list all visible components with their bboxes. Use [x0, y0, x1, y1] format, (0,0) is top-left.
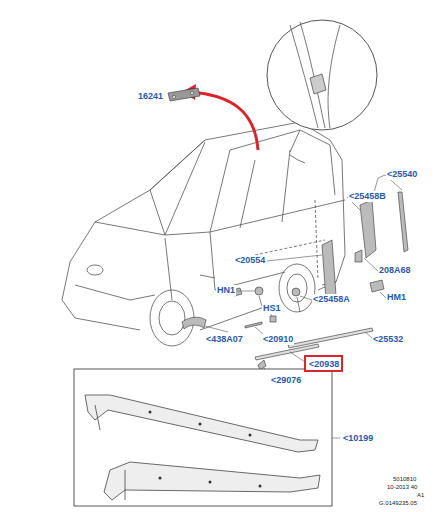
- callout-number: HS1: [262, 303, 282, 314]
- highlighted-callout: <20938: [304, 355, 343, 372]
- callout-number: 208A68: [378, 265, 412, 276]
- callout-number: HM1: [386, 292, 407, 303]
- callout-number: HN1: [216, 285, 236, 296]
- callout-number: <25540: [386, 169, 418, 180]
- callout-number: <20910: [262, 334, 294, 345]
- callout-number: <20554: [234, 255, 266, 266]
- callout-number: <20938: [309, 359, 341, 370]
- callout-number: <29076: [270, 375, 302, 386]
- drawing-reference: G.0149235.05: [378, 500, 418, 507]
- callout-number: <438A07: [205, 334, 244, 345]
- callout-number: 16241: [137, 91, 164, 102]
- callout-number: <25458B: [348, 191, 387, 202]
- callout-number: <25532: [372, 334, 404, 345]
- callout-number: <25458A: [312, 294, 351, 305]
- callout-number: <10199: [342, 433, 374, 444]
- drawing-reference: 10-2013 40: [386, 484, 418, 491]
- drawing-reference: 5010810: [392, 476, 417, 483]
- drawing-reference: A1: [416, 492, 425, 499]
